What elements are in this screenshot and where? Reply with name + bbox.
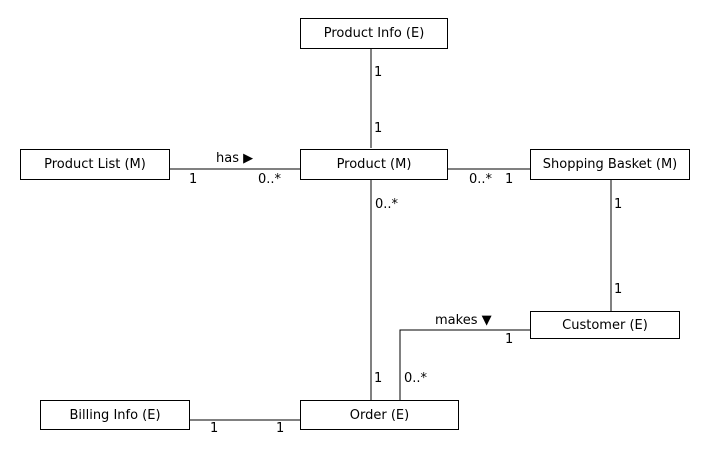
mult-list-right: 0..* <box>258 172 282 187</box>
mult-product-order-top: 0..* <box>375 197 399 212</box>
mult-product-order-bottom: 1 <box>374 371 383 386</box>
relation-label-has: has ▶ <box>216 151 254 166</box>
entity-order[interactable]: Order (E) <box>300 400 459 430</box>
mult-basket-left: 0..* <box>469 172 493 187</box>
entity-customer[interactable]: Customer (E) <box>530 311 680 339</box>
entity-product[interactable]: Product (M) <box>300 149 448 180</box>
mult-info-top: 1 <box>374 65 383 80</box>
entity-product-info[interactable]: Product Info (E) <box>300 18 448 49</box>
entity-billing-info[interactable]: Billing Info (E) <box>40 400 190 430</box>
mult-customer-bottom: 1 <box>614 282 623 297</box>
entity-shopping-basket[interactable]: Shopping Basket (M) <box>530 149 690 180</box>
mult-list-left: 1 <box>189 172 198 187</box>
mult-customer-order-order: 0..* <box>404 371 428 386</box>
connector-customer-order <box>399 329 530 400</box>
mult-basket-top: 1 <box>614 197 623 212</box>
mult-billing-left: 1 <box>210 421 219 436</box>
entity-product-list[interactable]: Product List (M) <box>20 149 170 180</box>
relation-label-makes: makes ▼ <box>435 313 492 328</box>
mult-customer-order-customer: 1 <box>505 332 514 347</box>
mult-billing-right: 1 <box>276 421 285 436</box>
mult-info-bottom: 1 <box>374 121 383 136</box>
mult-basket-right: 1 <box>505 172 514 187</box>
